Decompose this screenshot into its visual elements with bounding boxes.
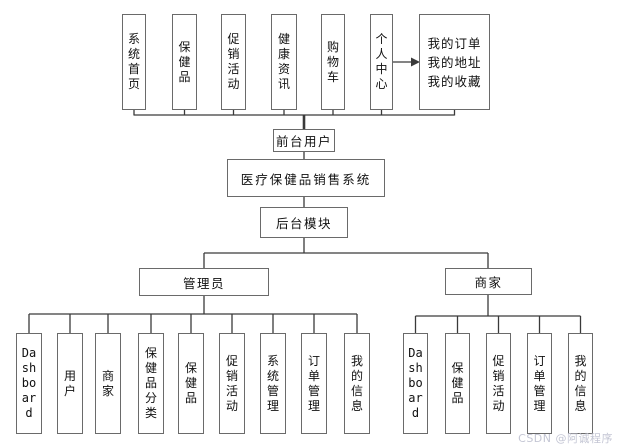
node-health-news: 健康资讯 [271, 14, 297, 110]
node-admin-promotions: 促销活动 [219, 333, 245, 434]
node-merchant-products-label: 保健品 [451, 361, 464, 405]
node-system-title: 医疗保健品销售系统 [227, 159, 385, 197]
node-shopping-cart-label: 购物车 [326, 39, 339, 84]
node-admin-label: 管理员 [182, 275, 225, 291]
node-merchant: 商家 [445, 268, 532, 295]
front-modules-connectors [133, 110, 456, 130]
node-admin-merchants: 商家 [95, 333, 121, 434]
node-merchant-promotions-label: 促销活动 [492, 353, 505, 413]
node-merchant-my-info: 我的信息 [568, 333, 593, 434]
node-admin-my-info: 我的信息 [344, 333, 370, 434]
node-health-news-label: 健康资讯 [277, 32, 290, 91]
node-admin: 管理员 [139, 268, 269, 296]
node-personal-center-label: 个人中心 [375, 32, 388, 91]
node-promotions-front: 促销活动 [221, 14, 246, 110]
node-personal-center: 个人中心 [370, 14, 393, 110]
node-admin-users-label: 用户 [63, 368, 76, 398]
node-merchant-dashboard-label: Dashboard [408, 346, 423, 420]
node-admin-order-mgmt-label: 订单管理 [307, 353, 320, 413]
node-admin-my-info-label: 我的信息 [350, 353, 363, 413]
node-admin-dashboard-label: Dashboard [21, 346, 37, 420]
node-admin-dashboard: Dashboard [16, 333, 42, 434]
admin-children-connectors [28, 296, 358, 333]
node-merchant-order-mgmt-label: 订单管理 [533, 353, 546, 413]
node-system-title-label: 医疗保健品销售系统 [240, 171, 372, 187]
node-admin-product-categories: 保健品分类 [138, 333, 164, 434]
personal-center-arrow [393, 57, 420, 67]
node-system-home-label: 系统首页 [127, 32, 140, 91]
node-merchant-products: 保健品 [445, 333, 470, 434]
node-admin-system-mgmt: 系统管理 [260, 333, 286, 434]
node-shopping-cart: 购物车 [321, 14, 345, 110]
node-admin-products: 保健品 [178, 333, 204, 434]
node-merchant-my-info-label: 我的信息 [574, 353, 587, 413]
node-front-user-label: 前台用户 [275, 134, 332, 149]
node-admin-order-mgmt: 订单管理 [301, 333, 327, 434]
node-admin-product-categories-label: 保健品分类 [144, 346, 157, 420]
node-admin-users: 用户 [57, 333, 83, 434]
node-health-products-front-label: 保健品 [178, 39, 191, 84]
node-merchant-order-mgmt: 订单管理 [527, 333, 552, 434]
node-promotions-front-label: 促销活动 [227, 32, 240, 91]
merchant-children-connectors [414, 295, 582, 333]
node-admin-merchants-label: 商家 [101, 368, 114, 398]
node-admin-products-label: 保健品 [184, 361, 197, 405]
node-front-user: 前台用户 [273, 129, 335, 152]
node-health-products-front: 保健品 [172, 14, 197, 110]
node-admin-system-mgmt-label: 系统管理 [266, 353, 279, 413]
node-merchant-dashboard: Dashboard [403, 333, 428, 434]
node-merchant-label: 商家 [474, 275, 503, 290]
node-admin-promotions-label: 促销活动 [225, 353, 238, 413]
node-my-orders-label: 我的订单 [427, 35, 482, 51]
node-my-favorites-label: 我的收藏 [427, 73, 482, 89]
node-merchant-promotions: 促销活动 [486, 333, 511, 434]
node-backend-module-label: 后台模块 [275, 216, 332, 231]
node-my-address-label: 我的地址 [427, 54, 482, 70]
node-backend-module: 后台模块 [260, 207, 348, 238]
watermark: CSDN @阿诚程序 [518, 432, 613, 445]
node-personal-center-items: 我的订单 我的地址 我的收藏 [419, 14, 490, 110]
node-system-home: 系统首页 [122, 14, 146, 110]
